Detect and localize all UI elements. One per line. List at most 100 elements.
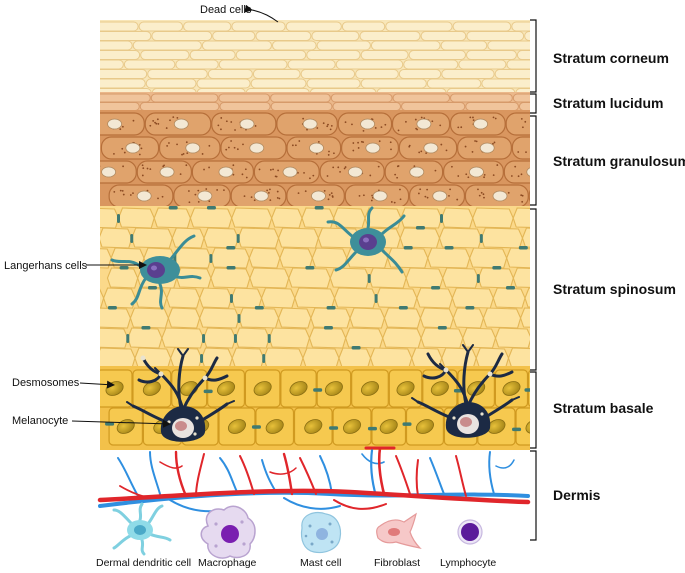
spinosum-cell	[480, 227, 524, 249]
keratohyalin-granule	[121, 189, 124, 192]
lucidum-cell	[139, 102, 220, 111]
keratohyalin-granule	[208, 166, 210, 169]
keratohyalin-granule	[122, 165, 124, 168]
keratohyalin-granule	[465, 173, 468, 176]
granulosum-cell	[100, 160, 137, 184]
spinosum-cell	[440, 207, 474, 229]
desmosome	[147, 286, 157, 290]
keratohyalin-granule	[474, 140, 476, 142]
keratohyalin-granule	[309, 177, 311, 180]
granulosum-nucleus	[136, 190, 152, 202]
keratohyalin-granule	[389, 141, 392, 144]
basale-nucleus	[536, 379, 558, 398]
spinosum-cell	[333, 207, 366, 229]
keratohyalin-granule	[329, 128, 332, 131]
spinosum-cell	[512, 267, 530, 288]
corneum-cell	[235, 50, 307, 60]
corneum-cell	[145, 78, 197, 89]
keratohyalin-granule	[232, 173, 235, 176]
keratohyalin-granule	[330, 124, 333, 127]
spinosum-cell	[399, 227, 441, 249]
desmosome	[141, 326, 151, 330]
keratohyalin-granule	[471, 151, 474, 153]
corneum-cell	[466, 31, 525, 41]
desmosome	[476, 274, 480, 283]
desmosome	[323, 326, 333, 330]
spinosum-cell	[103, 287, 137, 309]
keratohyalin-granule	[220, 128, 222, 131]
corneum-cell	[506, 59, 530, 70]
desmosome	[254, 306, 264, 310]
spinosum-cell	[234, 327, 270, 349]
corneum-cell	[341, 21, 386, 32]
corneum-cell	[207, 69, 253, 79]
label-melanocyte: Melanocyte	[12, 415, 68, 427]
keratohyalin-granule	[302, 117, 305, 120]
keratohyalin-granule	[250, 196, 253, 199]
keratohyalin-granule	[344, 166, 347, 168]
keratohyalin-granule	[425, 152, 428, 155]
keratohyalin-granule	[330, 192, 333, 194]
desmosome	[439, 214, 443, 223]
spinosum-cell	[442, 267, 479, 289]
granulosum-nucleus	[311, 190, 326, 202]
spinosum-cell	[166, 287, 201, 309]
mast-cell-illustration	[300, 511, 342, 554]
spinosum-cell	[100, 288, 105, 309]
keratohyalin-granule	[165, 127, 168, 129]
keratohyalin-granule	[517, 151, 520, 153]
keratohyalin-granule	[357, 141, 359, 144]
corneum-cell	[441, 69, 495, 79]
keratohyalin-granule	[352, 142, 355, 144]
desmosome	[437, 326, 447, 330]
granulosum-nucleus	[125, 142, 141, 154]
spinosum-cell	[237, 227, 280, 249]
corneum-cell	[252, 69, 301, 79]
keratohyalin-granule	[91, 177, 93, 179]
spinosum-cell	[308, 327, 347, 349]
keratohyalin-granule	[161, 195, 164, 198]
spinosum-cell	[416, 287, 453, 309]
spinosum-cell	[338, 347, 372, 369]
corneum-cell	[138, 21, 184, 32]
keratohyalin-granule	[317, 140, 320, 143]
keratohyalin-granule	[493, 141, 496, 144]
desmosome	[524, 388, 530, 392]
basale-nucleus	[324, 381, 343, 396]
keratohyalin-granule	[561, 146, 563, 148]
label-dermal-dendritic-cell: Dermal dendritic cell	[96, 557, 191, 569]
layer-brackets	[530, 19, 537, 541]
lucidum-cell	[450, 93, 513, 103]
keratohyalin-granule	[538, 150, 540, 152]
spinosum-cell	[202, 327, 237, 349]
keratohyalin-granule	[420, 116, 423, 119]
keratohyalin-granule	[358, 194, 361, 197]
keratohyalin-granule	[483, 196, 485, 199]
granulosum-nucleus	[282, 166, 298, 178]
spinosum-cell	[302, 347, 340, 369]
keratohyalin-granule	[520, 173, 523, 176]
keratohyalin-granule	[274, 175, 277, 178]
keratohyalin-granule	[384, 123, 387, 126]
granulosum-nucleus	[372, 190, 388, 202]
spinosum-cell	[512, 207, 530, 229]
corneum-cell	[285, 21, 342, 32]
desmosome	[479, 234, 483, 243]
keratohyalin-granule	[480, 191, 483, 194]
keratohyalin-granule	[483, 173, 486, 176]
dead-cells-arrow	[244, 4, 279, 23]
keratohyalin-granule	[84, 118, 86, 120]
desmosome	[206, 206, 216, 210]
spinosum-cell	[420, 327, 464, 349]
keratohyalin-granule	[416, 128, 419, 131]
desmosome	[351, 346, 361, 350]
corneum-cell	[140, 50, 190, 60]
label-lymphocyte: Lymphocyte	[440, 557, 496, 569]
desmosome	[314, 206, 324, 210]
lucidum-cell	[218, 93, 271, 103]
corneum-cell	[426, 78, 482, 89]
lucidum-cell	[401, 102, 466, 111]
label-stratum-lucidum: Stratum lucidum	[553, 95, 663, 111]
keratohyalin-granule	[467, 176, 470, 179]
lucidum-cell	[100, 93, 151, 103]
